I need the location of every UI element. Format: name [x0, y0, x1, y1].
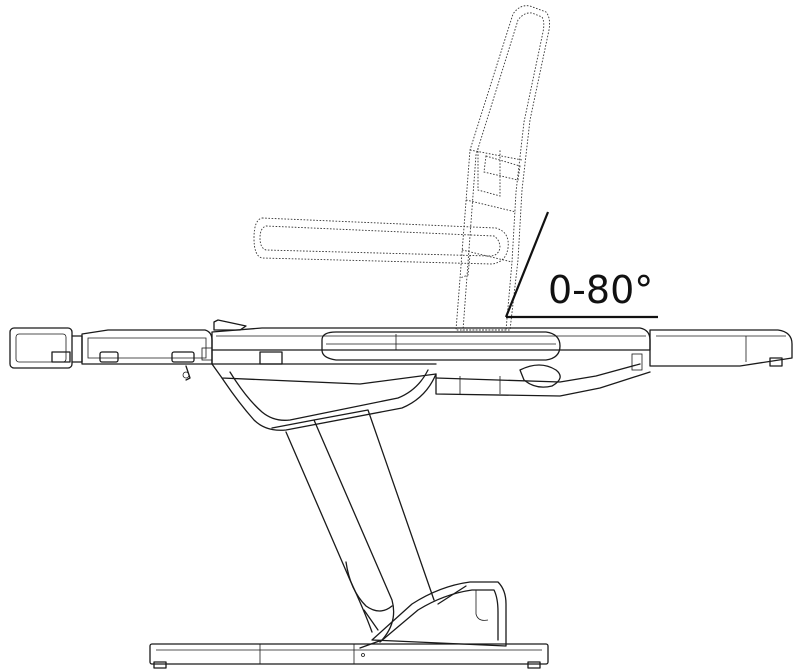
angle-range-label: 0-80°: [548, 268, 654, 312]
footrest-section: [631, 329, 793, 371]
support-column: [221, 369, 437, 649]
headrest-section: [9, 327, 83, 369]
under-frame: [182, 363, 651, 397]
upper-back-section: [81, 329, 213, 365]
backrest-raised-outline: [455, 5, 551, 331]
angle-indicator: [504, 211, 658, 319]
base-cover: [371, 581, 507, 647]
main-bed: [211, 319, 651, 365]
base-plate: [149, 643, 549, 669]
armrest-raised-outline: [253, 217, 509, 279]
